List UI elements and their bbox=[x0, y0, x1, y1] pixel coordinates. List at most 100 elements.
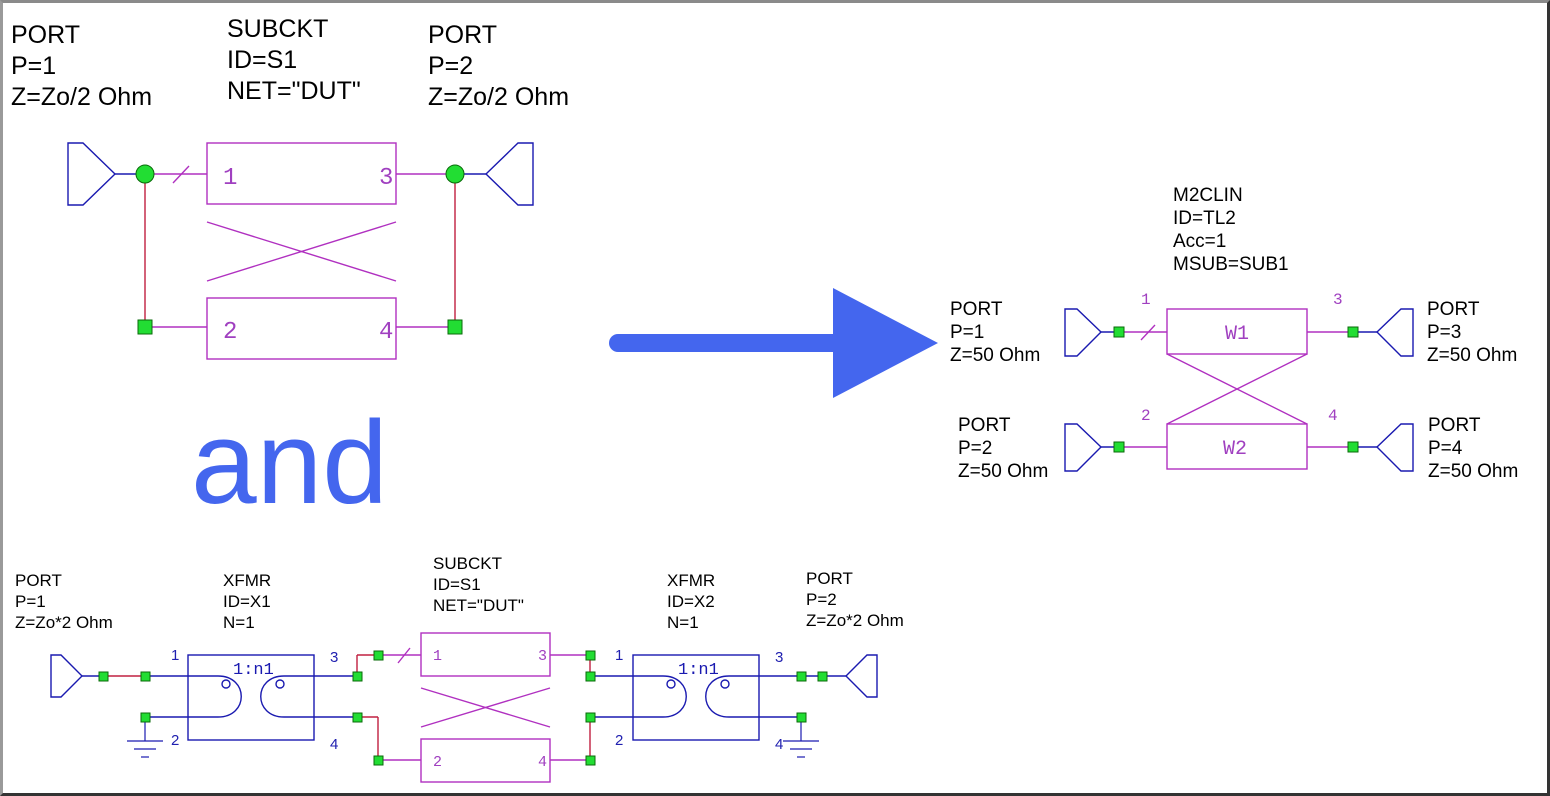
xfmr2-ratio: 1:n1 bbox=[678, 661, 719, 680]
subckt-box-top[interactable] bbox=[206, 142, 397, 205]
r-port4-label-name: PORT bbox=[1428, 415, 1481, 436]
xfmr2-pin-2: 2 bbox=[615, 732, 623, 749]
r-port4-label-z: Z=50 Ohm bbox=[1428, 461, 1518, 482]
node-square[interactable] bbox=[585, 671, 596, 682]
r-port3-symbol[interactable] bbox=[1375, 308, 1414, 357]
xfmr2-primary-coil bbox=[633, 675, 687, 718]
b-port2-label-p: P=2 bbox=[806, 590, 837, 609]
wire-slash bbox=[1140, 324, 1156, 341]
b-port2-label-name: PORT bbox=[806, 569, 853, 588]
port1-label-z: Z=Zo/2 Ohm bbox=[11, 83, 152, 111]
xfmr2-secondary-coil bbox=[705, 675, 759, 718]
node-square[interactable] bbox=[1113, 441, 1125, 453]
xfmr1-pin-2: 2 bbox=[171, 732, 179, 749]
xfmr1-label-n: N=1 bbox=[223, 613, 255, 632]
node-square[interactable] bbox=[352, 712, 363, 723]
node-square[interactable] bbox=[585, 712, 596, 723]
node-square[interactable] bbox=[98, 671, 109, 682]
node-square[interactable] bbox=[585, 650, 596, 661]
r-port1-symbol[interactable] bbox=[1064, 308, 1103, 357]
ground-icon bbox=[783, 717, 819, 758]
r-port3-label-p: P=3 bbox=[1427, 322, 1461, 343]
xfmr2-body[interactable] bbox=[632, 654, 760, 741]
pin-4: 4 bbox=[1328, 407, 1338, 425]
node-square[interactable] bbox=[140, 671, 151, 682]
right-circuit: M2CLIN ID=TL2 Acc=1 MSUB=SUB1 PORT P=1 Z… bbox=[950, 185, 1518, 482]
r-port3-label-z: Z=50 Ohm bbox=[1427, 345, 1517, 366]
w2-label: W2 bbox=[1223, 438, 1247, 461]
r-port1-label-p: P=1 bbox=[950, 322, 984, 343]
xfmr1-body[interactable] bbox=[187, 654, 315, 741]
xfmr2-pin-1: 1 bbox=[615, 647, 623, 664]
mclin-label-msub: MSUB=SUB1 bbox=[1173, 254, 1289, 275]
r-port4-label-p: P=4 bbox=[1428, 438, 1463, 459]
b-subckt-pin-4: 4 bbox=[538, 754, 547, 771]
b-subckt-pin-3: 3 bbox=[538, 648, 547, 665]
r-port2-symbol[interactable] bbox=[1064, 423, 1103, 472]
xfmr1-pin-1: 1 bbox=[171, 647, 179, 664]
pin-2: 2 bbox=[223, 319, 237, 346]
dot-marker bbox=[720, 679, 730, 689]
dot-marker bbox=[221, 679, 231, 689]
bottom-circuit: PORT P=1 Z=Zo*2 Ohm XFMR ID=X1 N=1 SUBCK… bbox=[15, 554, 904, 783]
r-port2-label-z: Z=50 Ohm bbox=[958, 461, 1048, 482]
w1-line[interactable] bbox=[1166, 308, 1308, 355]
r-port2-label-name: PORT bbox=[958, 415, 1011, 436]
port2-symbol[interactable] bbox=[484, 142, 534, 206]
xfmr1-pin-4: 4 bbox=[330, 736, 338, 753]
r-port1-label-z: Z=50 Ohm bbox=[950, 345, 1040, 366]
b-port1-label-p: P=1 bbox=[15, 592, 46, 611]
xfmr1-ratio: 1:n1 bbox=[233, 661, 274, 680]
schematic-svg: PORT P=1 Z=Zo/2 Ohm SUBCKT ID=S1 NET="DU… bbox=[11, 15, 1518, 783]
coupling-cross bbox=[206, 221, 397, 282]
subckt-box-bottom[interactable] bbox=[206, 297, 397, 360]
node-square[interactable] bbox=[352, 671, 363, 682]
wire-slash bbox=[172, 165, 190, 184]
node-square[interactable] bbox=[447, 319, 463, 335]
xfmr1-label-name: XFMR bbox=[223, 571, 271, 590]
xfmr1-secondary-coil bbox=[260, 675, 314, 718]
dot-marker bbox=[666, 679, 676, 689]
w2-line[interactable] bbox=[1166, 423, 1308, 470]
subckt-label-name: SUBCKT bbox=[227, 15, 328, 43]
coupling-cross bbox=[1166, 353, 1308, 425]
node-square[interactable] bbox=[796, 671, 807, 682]
node-dot[interactable] bbox=[445, 164, 465, 184]
xfmr2-pin-3: 3 bbox=[775, 649, 783, 666]
port1-symbol[interactable] bbox=[67, 142, 117, 206]
wire-slash bbox=[397, 647, 411, 664]
b-port2-label-z: Z=Zo*2 Ohm bbox=[806, 611, 904, 630]
pin-4: 4 bbox=[379, 319, 393, 346]
pin-1: 1 bbox=[223, 165, 237, 192]
node-square[interactable] bbox=[1113, 326, 1125, 338]
pin-3: 3 bbox=[1333, 291, 1343, 309]
node-square[interactable] bbox=[137, 319, 153, 335]
node-square[interactable] bbox=[140, 712, 151, 723]
coupling-cross bbox=[420, 687, 551, 728]
mclin-label-acc: Acc=1 bbox=[1173, 231, 1226, 252]
port1-label-p: P=1 bbox=[11, 52, 56, 80]
b-port1-label-name: PORT bbox=[15, 571, 62, 590]
b-subckt-label-id: ID=S1 bbox=[433, 575, 481, 594]
node-square[interactable] bbox=[817, 671, 828, 682]
b-port1-symbol[interactable] bbox=[50, 654, 83, 698]
b-subckt-pin-2: 2 bbox=[433, 754, 442, 771]
and-text: and bbox=[191, 397, 388, 529]
node-square[interactable] bbox=[796, 712, 807, 723]
r-port4-symbol[interactable] bbox=[1375, 423, 1414, 472]
node-square[interactable] bbox=[1347, 441, 1359, 453]
r-port3-label-name: PORT bbox=[1427, 299, 1480, 320]
subckt-label-net: NET="DUT" bbox=[227, 77, 361, 105]
b-port2-symbol[interactable] bbox=[845, 654, 878, 698]
node-square[interactable] bbox=[585, 755, 596, 766]
mclin-label-id: ID=TL2 bbox=[1173, 208, 1236, 229]
port1-label-name: PORT bbox=[11, 21, 80, 49]
port2-label-name: PORT bbox=[428, 21, 497, 49]
node-square[interactable] bbox=[373, 755, 384, 766]
node-square[interactable] bbox=[373, 650, 384, 661]
subckt-label-id: ID=S1 bbox=[227, 46, 297, 74]
node-dot[interactable] bbox=[135, 164, 155, 184]
r-port1-label-name: PORT bbox=[950, 299, 1003, 320]
b-subckt-label-name: SUBCKT bbox=[433, 554, 502, 573]
node-square[interactable] bbox=[1347, 326, 1359, 338]
